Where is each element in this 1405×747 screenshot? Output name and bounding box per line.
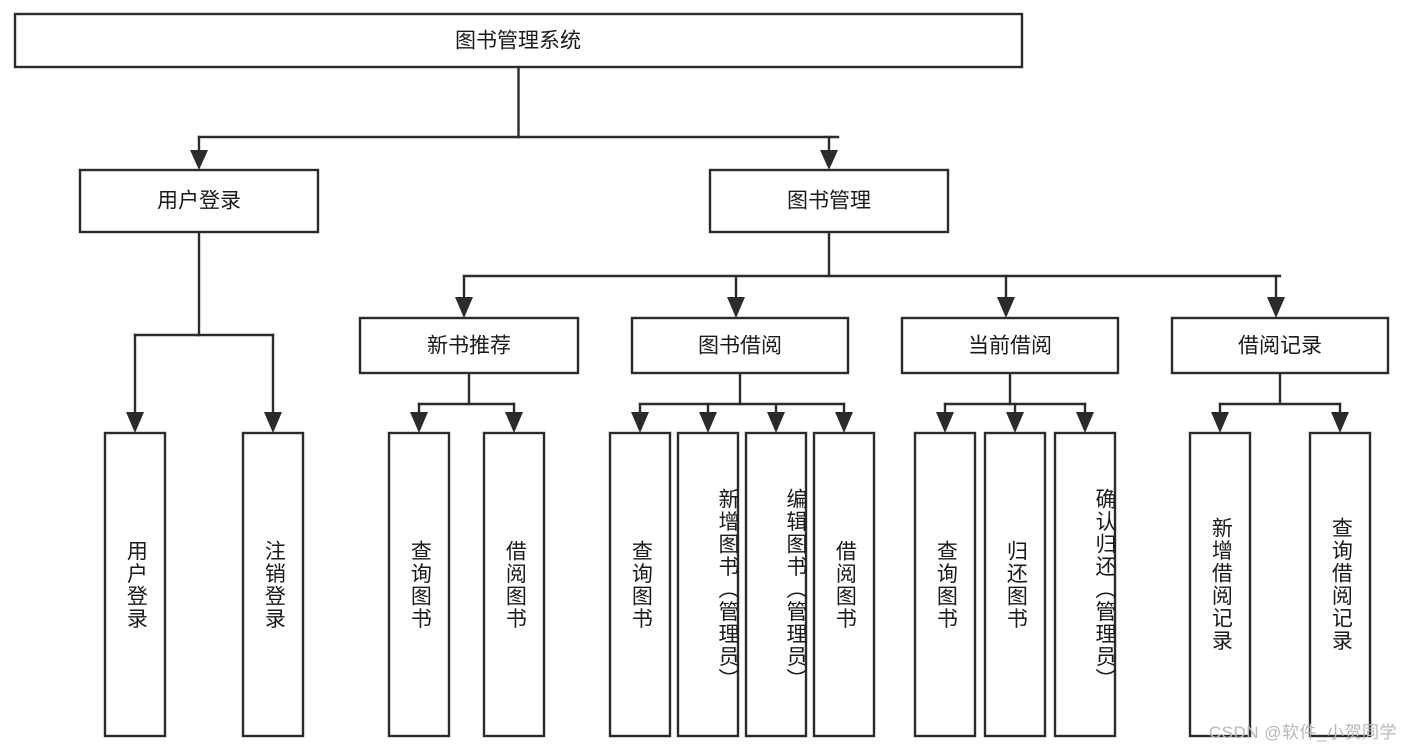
arrow-head-icon <box>126 412 144 433</box>
node-book-borrow[interactable]: 图书借阅 <box>630 316 850 375</box>
leaf-box-logout[interactable] <box>241 431 305 738</box>
node-label: 当前借阅 <box>968 335 1052 358</box>
node-root[interactable]: 图书管理系统 <box>13 12 1024 69</box>
node-box[interactable] <box>13 12 1024 69</box>
arrow-head-icon <box>1211 412 1229 433</box>
arrow-head-icon <box>1006 412 1024 433</box>
leaf-box-user-login[interactable] <box>103 431 167 738</box>
node-label: 图书管理 <box>787 190 871 213</box>
leaf-box-query-book-rec[interactable] <box>387 431 451 738</box>
node-user-login[interactable]: 用户登录 <box>78 168 320 234</box>
arrow-head-icon <box>820 150 838 170</box>
arrow-head-icon <box>1331 412 1349 433</box>
node-box[interactable] <box>630 316 850 375</box>
node-box[interactable] <box>900 316 1120 375</box>
node-label: 图书管理系统 <box>455 30 581 53</box>
arrow-head-icon <box>727 297 745 318</box>
node-borrow-record[interactable]: 借阅记录 <box>1170 316 1390 375</box>
node-label: 用户登录 <box>157 190 241 213</box>
leaf-box-return-book[interactable] <box>983 431 1047 738</box>
arrow-head-icon <box>505 412 523 433</box>
leaf-box-edit-book-admin[interactable] <box>744 431 808 738</box>
node-label: 借阅记录 <box>1238 335 1322 358</box>
arrow-head-icon <box>835 412 853 433</box>
arrow-head-icon <box>455 297 473 318</box>
arrow-head-icon <box>190 150 208 170</box>
leaf-box-add-borrow-record[interactable] <box>1188 431 1252 738</box>
node-current-borrow[interactable]: 当前借阅 <box>900 316 1120 375</box>
node-box[interactable] <box>358 316 580 375</box>
connector-user-login-to-leaves <box>126 230 282 433</box>
leaf-box-confirm-return-admin[interactable] <box>1053 431 1117 738</box>
leaf-box-borrow-book[interactable] <box>812 431 876 738</box>
connector-current-borrow-to-leaves <box>936 371 1094 433</box>
node-label: 图书借阅 <box>698 335 782 358</box>
connector-root-to-level2 <box>190 65 840 170</box>
leaf-box-borrow-book-rec[interactable] <box>482 431 546 738</box>
node-label: 新书推荐 <box>427 335 511 358</box>
arrow-head-icon <box>936 412 954 433</box>
arrow-head-icon <box>1267 297 1285 318</box>
connector-book-mgmt-to-level3 <box>455 230 1285 318</box>
arrow-head-icon <box>1076 412 1094 433</box>
watermark-text: CSDN @软件_小贺同学 <box>1208 723 1397 742</box>
leaf-box-query-borrow-record[interactable] <box>1308 431 1372 738</box>
arrow-head-icon <box>997 297 1015 318</box>
leaf-box-add-book-admin[interactable] <box>676 431 740 738</box>
arrow-head-icon <box>410 412 428 433</box>
leaf-box-query-book-borrow[interactable] <box>608 431 672 738</box>
leaf-box-query-book-current[interactable] <box>913 431 977 738</box>
node-new-book-recommend[interactable]: 新书推荐 <box>358 316 580 375</box>
arrow-head-icon <box>699 412 717 433</box>
node-box[interactable] <box>1170 316 1390 375</box>
arrow-head-icon <box>767 412 785 433</box>
node-box[interactable] <box>78 168 320 234</box>
connector-book-borrow-to-leaves <box>631 371 853 433</box>
connector-new-book-to-leaves <box>410 371 523 433</box>
arrow-head-icon <box>264 412 282 433</box>
arrow-head-icon <box>631 412 649 433</box>
connector-borrow-record-to-leaves <box>1211 371 1349 433</box>
node-book-management[interactable]: 图书管理 <box>708 168 950 234</box>
node-box[interactable] <box>708 168 950 234</box>
